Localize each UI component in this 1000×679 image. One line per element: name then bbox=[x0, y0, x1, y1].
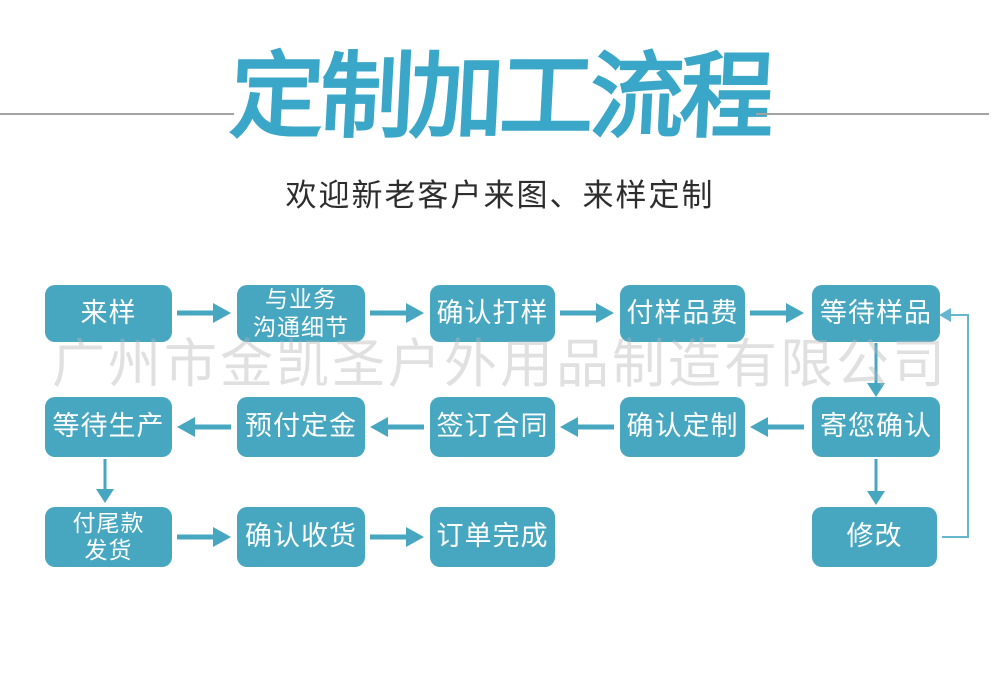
step-label: 签订合同 bbox=[436, 411, 549, 442]
step-wait-sample: 等待样品 bbox=[812, 285, 940, 342]
step-sign-contract: 签订合同 bbox=[430, 397, 555, 457]
step-pay-deposit: 预付定金 bbox=[237, 397, 365, 457]
arrow-down-icon bbox=[867, 343, 885, 397]
step-confirm-custom: 确认定制 bbox=[620, 397, 745, 457]
arrow-left-icon bbox=[177, 417, 231, 437]
step-sample-in: 来样 bbox=[45, 285, 172, 342]
step-revise: 修改 bbox=[812, 507, 937, 567]
arrow-left-icon bbox=[370, 417, 424, 437]
arrow-right-icon bbox=[177, 303, 231, 323]
arrow-right-icon bbox=[177, 527, 231, 547]
step-pay-sample-fee: 付样品费 bbox=[620, 285, 745, 342]
arrow-left-icon bbox=[750, 417, 804, 437]
step-label: 修改 bbox=[846, 521, 903, 552]
arrow-right-icon bbox=[750, 303, 804, 323]
step-label: 确认打样 bbox=[436, 297, 549, 328]
step-label: 等待生产 bbox=[52, 411, 165, 442]
step-order-complete: 订单完成 bbox=[430, 507, 555, 567]
step-pay-balance-ship: 付尾款 发货 bbox=[45, 507, 172, 567]
step-label: 寄您确认 bbox=[820, 411, 932, 442]
arrow-down-icon bbox=[96, 459, 114, 503]
step-confirm-receipt: 确认收货 bbox=[237, 507, 365, 567]
arrow-down-icon bbox=[867, 459, 885, 505]
arrow-left-icon bbox=[560, 417, 614, 437]
step-label: 等待样品 bbox=[820, 297, 932, 328]
step-confirm-proofing: 确认打样 bbox=[430, 285, 555, 342]
step-label: 订单完成 bbox=[436, 521, 549, 552]
arrow-right-icon bbox=[560, 303, 614, 323]
step-label: 预付定金 bbox=[245, 411, 357, 442]
step-wait-production: 等待生产 bbox=[45, 397, 172, 457]
arrow-right-icon bbox=[370, 303, 424, 323]
step-label: 付样品费 bbox=[626, 297, 739, 328]
step-label: 确认定制 bbox=[626, 411, 739, 442]
title-divider-left bbox=[0, 113, 234, 115]
step-label: 与业务 沟通细节 bbox=[253, 286, 349, 340]
step-label: 付尾款 发货 bbox=[72, 509, 145, 563]
page-title: 定制加工流程 bbox=[227, 44, 773, 149]
revision-loop-arrow bbox=[939, 308, 969, 538]
step-label: 确认收货 bbox=[245, 521, 357, 552]
step-label: 来样 bbox=[80, 297, 137, 328]
title-divider-right bbox=[756, 113, 989, 115]
arrow-right-icon bbox=[370, 527, 424, 547]
step-send-for-confirm: 寄您确认 bbox=[812, 397, 940, 457]
step-discuss-details: 与业务 沟通细节 bbox=[237, 285, 365, 342]
page-subtitle: 欢迎新老客户来图、来样定制 bbox=[285, 178, 715, 213]
